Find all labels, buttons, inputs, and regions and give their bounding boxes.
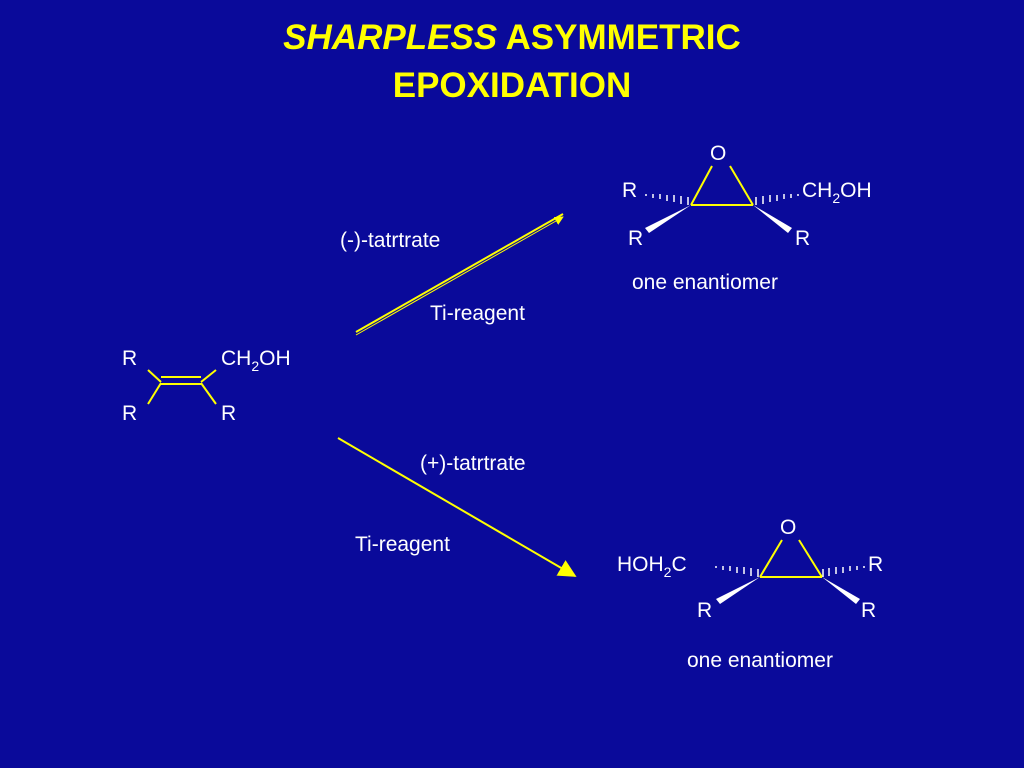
product-bottom-hoh2c: HOH2C — [617, 553, 687, 580]
product-top-ch2oh: CH2OH — [802, 179, 872, 206]
product-bottom-caption: one enantiomer — [687, 649, 833, 672]
lower-reaction-arrow — [337, 437, 577, 577]
upper-reaction-arrow — [355, 213, 564, 336]
title-italic-word: SHARPLESS — [283, 18, 498, 57]
product-bottom-hashed-bonds — [715, 566, 865, 577]
product-top-caption: one enantiomer — [632, 271, 778, 294]
product-bottom-r-bottom-left: R — [697, 599, 712, 622]
upper-tartrate-label: (-)-tatrtrate — [340, 229, 440, 252]
product-bottom-r-bottom-right: R — [861, 599, 876, 622]
lower-tartrate-label: (+)-tatrtrate — [420, 452, 526, 475]
product-top-r-left: R — [622, 179, 637, 202]
upper-ti-reagent-label: Ti-reagent — [430, 302, 525, 325]
reactant-bonds — [147, 369, 217, 405]
product-top-epoxide: O R CH2OH R R — [622, 142, 872, 294]
product-top-r-bottom-right: R — [795, 227, 810, 250]
product-bottom-r-right: R — [868, 553, 883, 576]
product-bottom-epoxide: O HOH2C R R R — [617, 516, 883, 672]
bond-r-bottom-left — [147, 382, 162, 405]
product-bottom-wedge-right — [822, 577, 860, 604]
slide-title-line2: EPOXIDATION — [392, 66, 632, 105]
reactant-ch2oh: CH2OH — [221, 347, 291, 374]
lower-ti-reagent-label: Ti-reagent — [355, 533, 450, 556]
reactant-r-bottom-left: R — [122, 402, 137, 425]
reactant-r-top-left: R — [122, 347, 137, 370]
bond-ch2oh — [200, 369, 217, 383]
reactant-r-bottom-right: R — [221, 402, 236, 425]
product-top-oxygen: O — [710, 142, 726, 165]
product-bottom-oxygen: O — [780, 516, 796, 539]
product-bottom-ring-bonds — [759, 539, 823, 578]
reactant-allylic-alcohol: R CH2OH R R — [122, 347, 291, 425]
product-top-r-bottom-left: R — [628, 227, 643, 250]
product-top-wedge-left — [645, 205, 691, 233]
product-top-wedge-right — [753, 205, 792, 233]
slide-title-line1: SHARPLESS ASYMMETRIC — [0, 18, 1024, 58]
product-top-ring-bonds — [690, 165, 754, 206]
bond-r-bottom-right — [200, 382, 217, 405]
product-top-hashed-bonds — [645, 194, 799, 205]
title-rest: ASYMMETRIC — [497, 18, 741, 57]
bond-r-top-left — [147, 369, 162, 383]
product-bottom-wedge-left — [716, 577, 760, 604]
